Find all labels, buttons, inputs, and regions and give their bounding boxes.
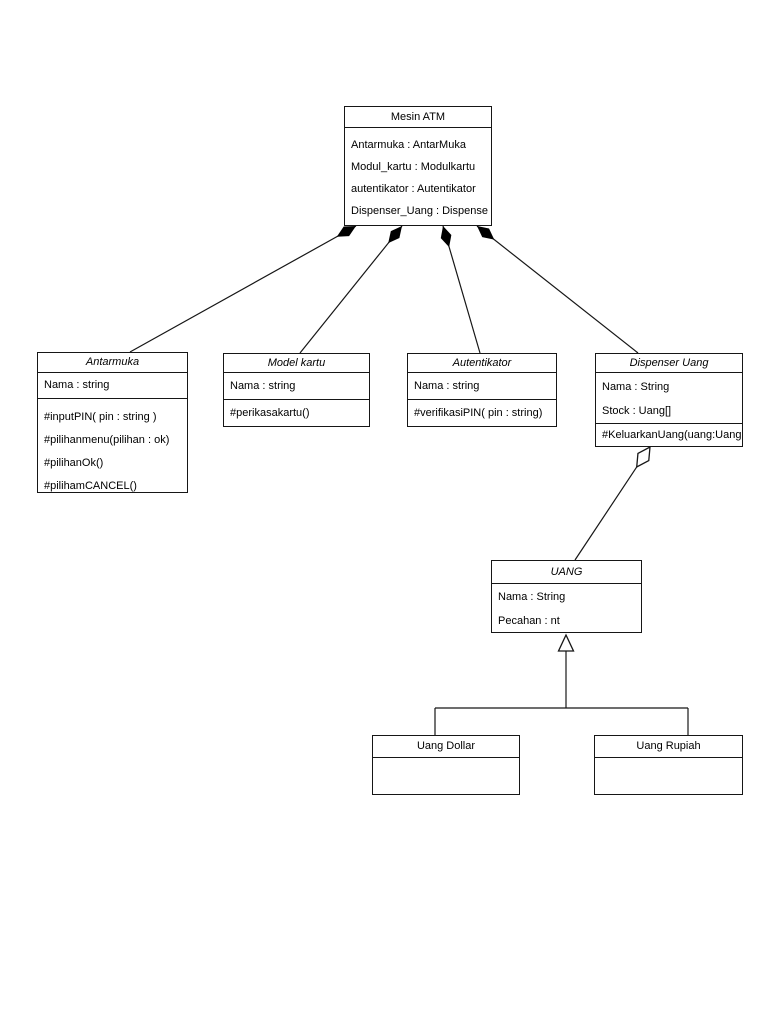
attribute: Nama : String	[602, 381, 670, 393]
attribute: Nama : string	[44, 379, 110, 391]
class-title: Uang Dollar	[373, 736, 519, 758]
methods-compartment: #verifikasiPIN( pin : string)	[408, 400, 556, 426]
attributes-compartment: Nama : string	[408, 373, 556, 400]
attributes-compartment: Antarmuka : AntarMuka Modul_kartu : Modu…	[345, 128, 491, 224]
attribute: Dispenser_Uang : Dispense	[351, 205, 488, 217]
methods-compartment: #perikasakartu()	[224, 400, 369, 426]
empty-compartment	[595, 758, 742, 793]
class-title: Model kartu	[224, 354, 369, 373]
attribute: Pecahan : nt	[498, 615, 560, 627]
class-title: Autentikator	[408, 354, 556, 373]
class-model-kartu: Model kartu Nama : string #perikasakartu…	[223, 353, 370, 427]
method: #verifikasiPIN( pin : string)	[414, 406, 543, 419]
composition-diamond-icon	[336, 226, 356, 237]
aggregation-link-uang	[574, 445, 651, 561]
attribute: Nama : string	[230, 379, 296, 392]
class-title: UANG	[492, 561, 641, 584]
method: #perikasakartu()	[230, 406, 310, 419]
method: #KeluarkanUang(uang:Uang	[602, 428, 742, 441]
composition-diamond-icon	[388, 226, 402, 244]
empty-compartment	[373, 758, 519, 793]
class-uang: UANG Nama : String Pecahan : nt	[491, 560, 642, 633]
attribute: autentikator : Autentikator	[351, 183, 476, 195]
generalization-triangle-icon	[557, 633, 575, 652]
class-uang-rupiah: Uang Rupiah	[594, 735, 743, 795]
composition-diamond-icon	[440, 226, 452, 248]
composition-link-model-kartu	[299, 225, 403, 354]
class-title: Mesin ATM	[345, 107, 491, 128]
attributes-compartment: Nama : String Pecahan : nt	[492, 584, 641, 632]
class-antarmuka: Antarmuka Nama : string #inputPIN( pin :…	[37, 352, 188, 493]
attribute: Nama : String	[498, 591, 566, 603]
attribute: Modul_kartu : Modulkartu	[351, 161, 476, 173]
attribute: Antarmuka : AntarMuka	[351, 139, 466, 151]
composition-diamond-icon	[477, 226, 495, 240]
class-dispenser-uang: Dispenser Uang Nama : String Stock : Uan…	[595, 353, 743, 447]
composition-link-autentikator	[440, 225, 481, 354]
method: #pilihanmenu(pilihan : ok)	[44, 434, 170, 446]
method: #inputPIN( pin : string )	[44, 411, 157, 423]
class-mesin-atm: Mesin ATM Antarmuka : AntarMuka Modul_ka…	[344, 106, 492, 226]
composition-link-antarmuka	[129, 225, 357, 353]
attributes-compartment: Nama : string	[38, 373, 187, 399]
class-title: Dispenser Uang	[596, 354, 742, 373]
class-autentikator: Autentikator Nama : string #verifikasiPI…	[407, 353, 557, 427]
class-uang-dollar: Uang Dollar	[372, 735, 520, 795]
generalization-link-uang	[434, 633, 689, 735]
aggregation-diamond-icon	[635, 445, 651, 469]
class-title: Uang Rupiah	[595, 736, 742, 758]
method: #pilihamCANCEL()	[44, 480, 137, 492]
class-title: Antarmuka	[38, 353, 187, 373]
attribute: Nama : string	[414, 379, 480, 392]
attributes-compartment: Nama : string	[224, 373, 369, 400]
composition-link-dispenser-uang	[476, 225, 639, 354]
attribute: Stock : Uang[]	[602, 405, 672, 417]
attributes-compartment: Nama : String Stock : Uang[]	[596, 373, 742, 424]
method: #pilihanOk()	[44, 457, 104, 469]
methods-compartment: #KeluarkanUang(uang:Uang	[596, 424, 742, 446]
methods-compartment: #inputPIN( pin : string ) #pilihanmenu(p…	[38, 399, 187, 492]
